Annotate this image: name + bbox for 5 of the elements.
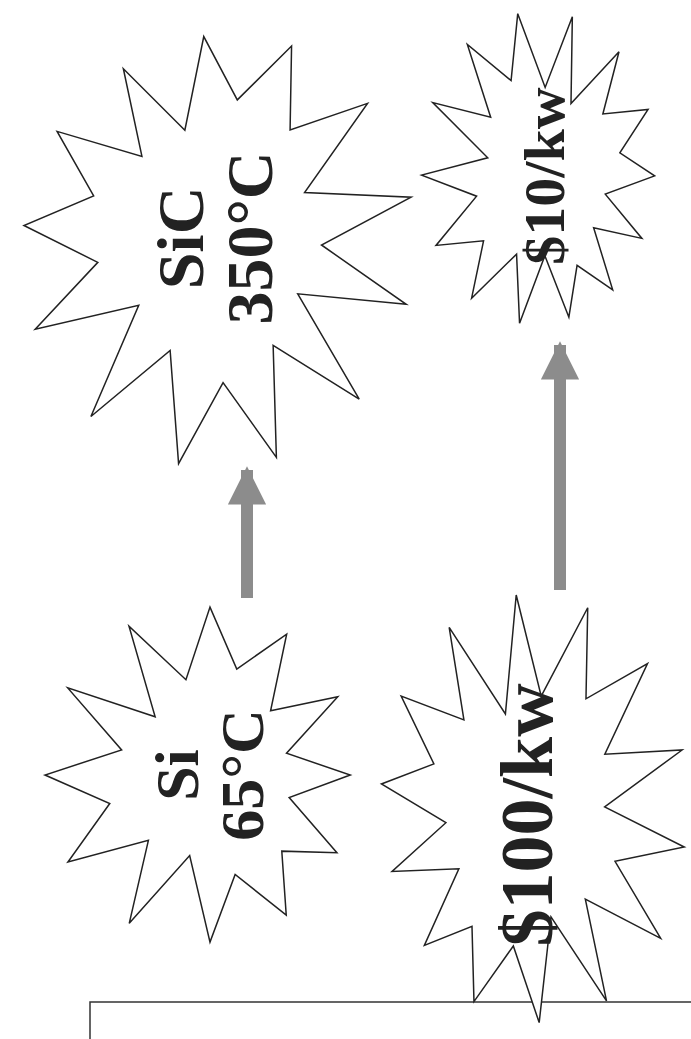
starburst-label: SiC 350°C — [145, 150, 285, 327]
starburst-label: $10/kw — [514, 85, 576, 267]
starburst-label: Si 65°C — [144, 708, 276, 843]
starburst-label: $100/kw — [489, 681, 567, 949]
arrow — [540, 341, 580, 590]
